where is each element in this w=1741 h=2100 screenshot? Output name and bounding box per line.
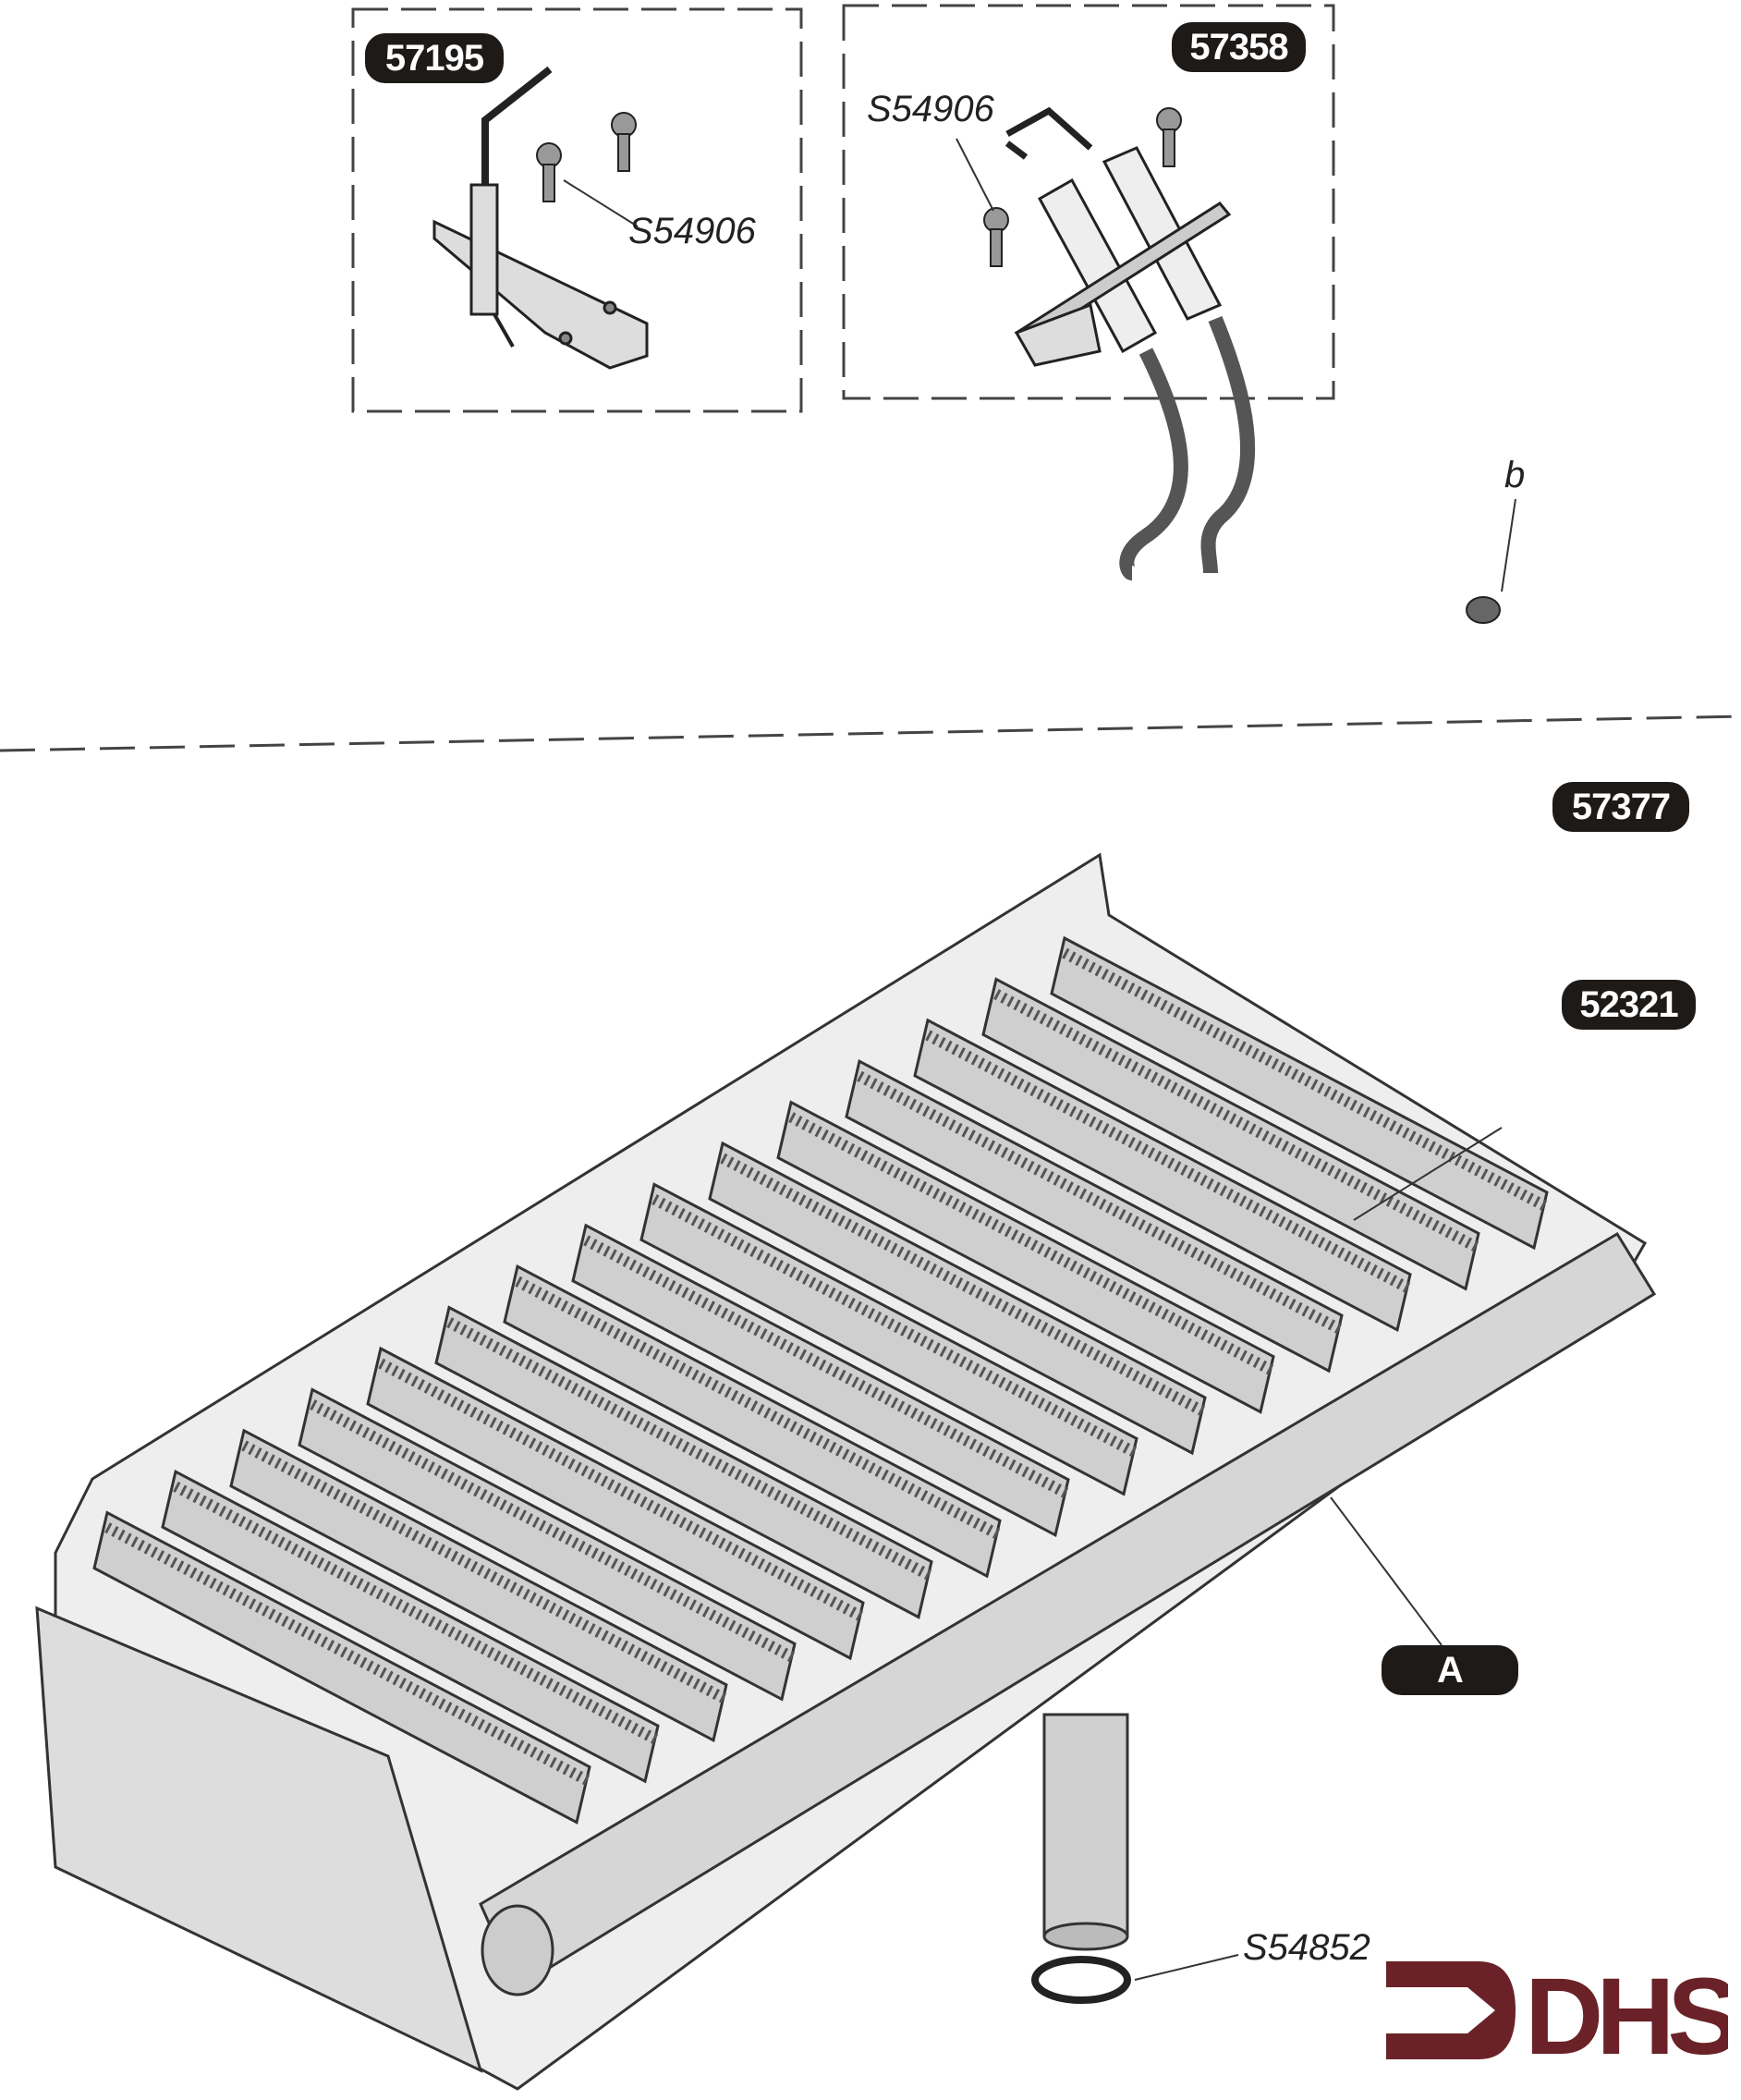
part-label-57377: 57377 <box>1552 782 1689 832</box>
dhs-logo: DHS <box>1386 1950 1741 2078</box>
burner-blade-slots <box>857 1070 1345 1336</box>
burner-blade-slots <box>1062 947 1550 1213</box>
burner-blade-slots <box>651 1194 1139 1459</box>
burner-blade-slots <box>925 1030 1413 1295</box>
nozzle-icon <box>1466 596 1501 624</box>
part-label-57358: 57358 <box>1172 22 1306 72</box>
part-label-52321: 52321 <box>1562 980 1696 1030</box>
screw-icon <box>536 107 1182 267</box>
burner-blade-slots <box>993 989 1481 1253</box>
burner-blade-slots <box>446 1317 934 1581</box>
burner-blade-slots <box>310 1399 797 1664</box>
burner-blade-slots <box>720 1153 1208 1418</box>
section-divider <box>0 714 1741 752</box>
burner-blade-slots <box>241 1440 729 1705</box>
kit-box-57195 <box>351 7 803 413</box>
burner-assembly <box>35 852 1657 2091</box>
burner-blade-slots <box>104 1522 592 1787</box>
svg-text:DHS: DHS <box>1525 1956 1728 2070</box>
burner-blade-slots <box>515 1276 1003 1541</box>
manifold-label-a: A <box>1382 1645 1518 1695</box>
screw-callout-left: S54906 <box>628 211 756 251</box>
seal-ring-icon <box>1031 1956 1131 2004</box>
burner-blade-slots <box>583 1235 1071 1500</box>
burner-blade-slots <box>378 1358 866 1623</box>
burner-blade-slots <box>788 1112 1276 1376</box>
ignition-electrode-single <box>432 66 649 370</box>
burner-blade-slots <box>173 1481 661 1746</box>
item-label-b: b <box>1504 455 1526 495</box>
screw-callout-right: S54906 <box>867 89 994 129</box>
ignition-electrode-twin <box>1004 106 1256 580</box>
part-label-57195: 57195 <box>365 33 504 83</box>
seal-callout: S54852 <box>1243 1927 1370 1968</box>
kit-box-57358 <box>842 4 1335 400</box>
